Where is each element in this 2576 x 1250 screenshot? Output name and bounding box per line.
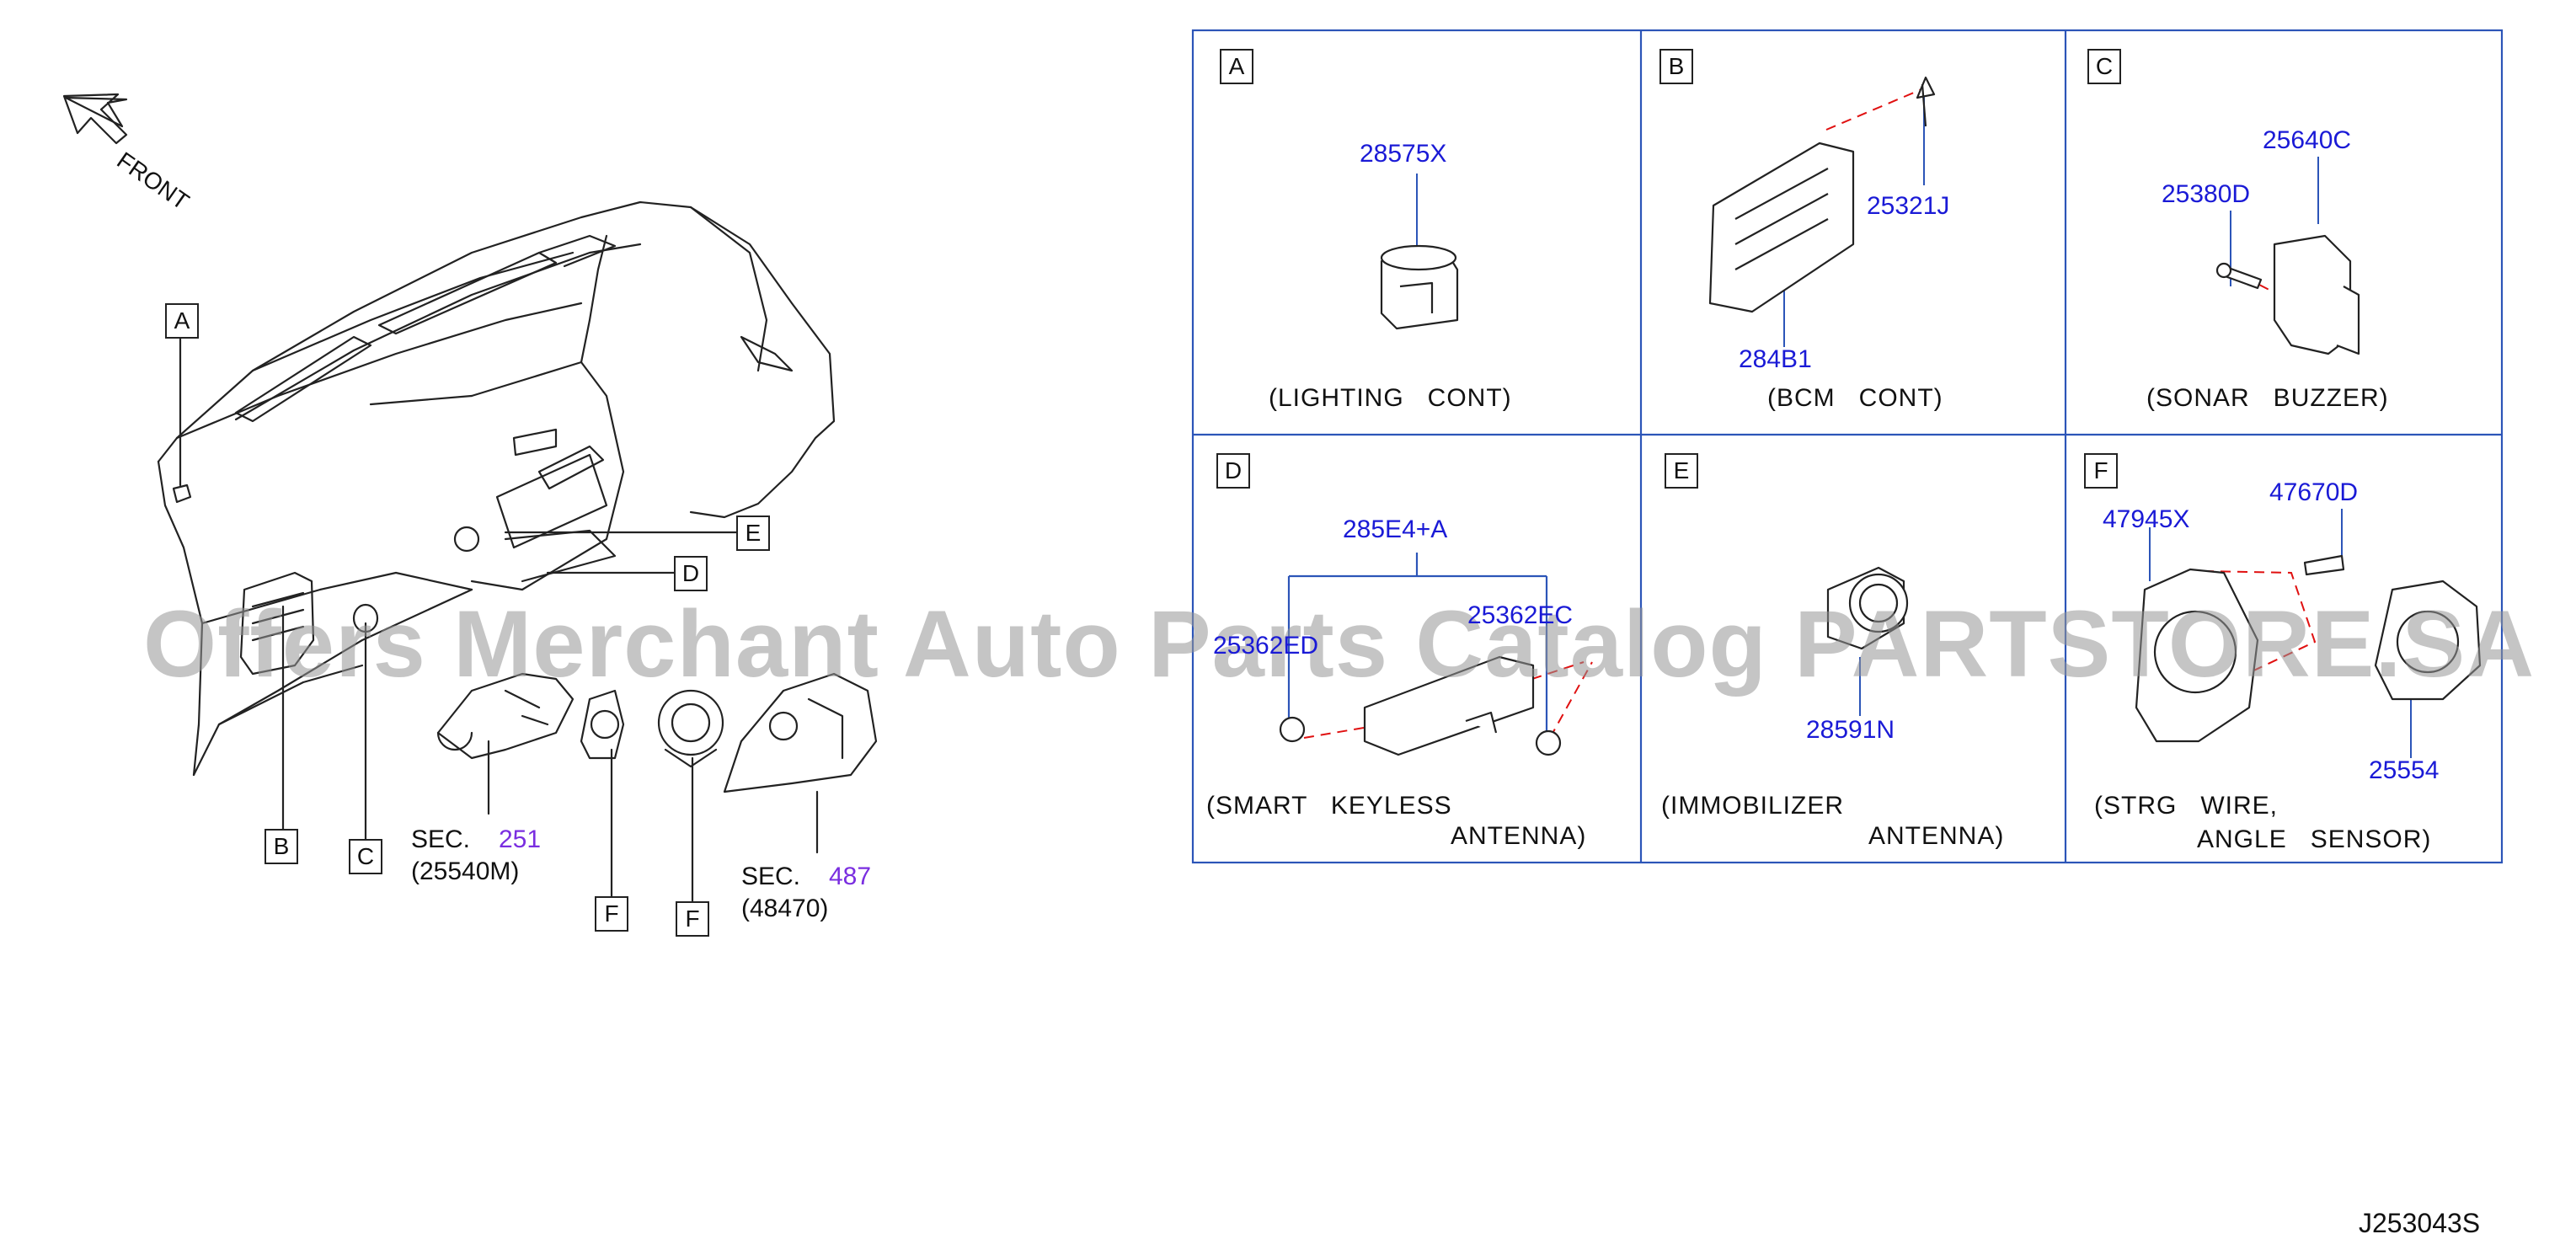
diagram-id: J253043S	[2359, 1208, 2481, 1238]
part-285e4-a: 285E4+A	[1343, 515, 1448, 543]
panel-d-caption-2: ANTENNA)	[1451, 822, 1587, 850]
dashboard-outline	[157, 200, 836, 777]
panel-b-letter: B	[1659, 49, 1693, 84]
sec-251-prefix: SEC.	[411, 825, 471, 853]
panel-e-caption-2: ANTENNA)	[1868, 822, 2005, 850]
callout-box-a: A	[165, 303, 199, 339]
callout-box-f2: F	[676, 901, 709, 937]
callout-box-d: D	[674, 556, 708, 591]
watermark: Offers Merchant Auto Parts Catalog PARTS…	[143, 591, 2536, 697]
sonar-buzzer-drawing	[2215, 234, 2360, 355]
part-47945x: 47945X	[2103, 505, 2190, 533]
panel-e-letter: E	[1665, 453, 1698, 489]
sec-487-prefix: SEC.	[741, 863, 801, 890]
angle-sensor-drawing	[2135, 554, 2482, 743]
panel-c-caption: (SONAR BUZZER)	[2146, 384, 2389, 412]
panel-a-caption: (LIGHTING CONT)	[1269, 384, 1512, 412]
part-47670d: 47670D	[2269, 478, 2359, 506]
keyless-antenna-drawing	[1279, 655, 1562, 756]
front-arrow-icon	[62, 93, 128, 145]
panel-f-caption-1: (STRG WIRE,	[2094, 792, 2278, 820]
combination-switch	[436, 672, 575, 760]
part-25362ed: 25362ED	[1213, 632, 1319, 660]
sec-251-number: 251	[499, 825, 542, 853]
part-28591n: 28591N	[1806, 716, 1895, 744]
panel-grid	[1191, 29, 2504, 864]
part-25362ec: 25362EC	[1467, 601, 1574, 629]
immobilizer-antenna-drawing	[1826, 566, 1909, 650]
callout-box-c: C	[349, 839, 382, 874]
part-b-small	[239, 571, 315, 676]
part-284b1: 284B1	[1739, 345, 1812, 373]
part-25321j: 25321J	[1867, 192, 1950, 220]
sec-487-part: (48470)	[741, 895, 829, 922]
part-25554: 25554	[2369, 756, 2440, 784]
part-25640c: 25640C	[2263, 126, 2352, 154]
panel-a-letter: A	[1220, 49, 1253, 84]
clock-spring-1	[580, 689, 625, 760]
column-cover	[723, 672, 878, 793]
part-28575x: 28575X	[1360, 140, 1447, 168]
panel-f-letter: F	[2084, 453, 2118, 489]
panel-e-caption-1: (IMMOBILIZER	[1661, 792, 1845, 820]
callout-box-f1: F	[595, 896, 628, 932]
sec-251-part: (25540M)	[411, 857, 520, 885]
panel-d-caption-1: (SMART KEYLESS	[1206, 792, 1452, 820]
lighting-switch-drawing	[1380, 244, 1459, 330]
clock-spring-2	[657, 689, 724, 768]
callout-box-b: B	[265, 829, 298, 864]
part-25380d: 25380D	[2162, 180, 2251, 208]
panel-b-caption: (BCM CONT)	[1767, 384, 1943, 412]
panel-f-caption-2: ANGLE SENSOR)	[2197, 825, 2432, 853]
sec-487-number: 487	[829, 863, 872, 890]
callout-box-e: E	[736, 515, 770, 551]
part-a-small	[172, 483, 192, 504]
overview-leaders	[179, 335, 819, 905]
panel-c-letter: C	[2087, 49, 2121, 84]
part-c-small	[352, 603, 379, 633]
panel-d-letter: D	[1216, 453, 1250, 489]
bcm-module-drawing	[1708, 76, 1936, 313]
